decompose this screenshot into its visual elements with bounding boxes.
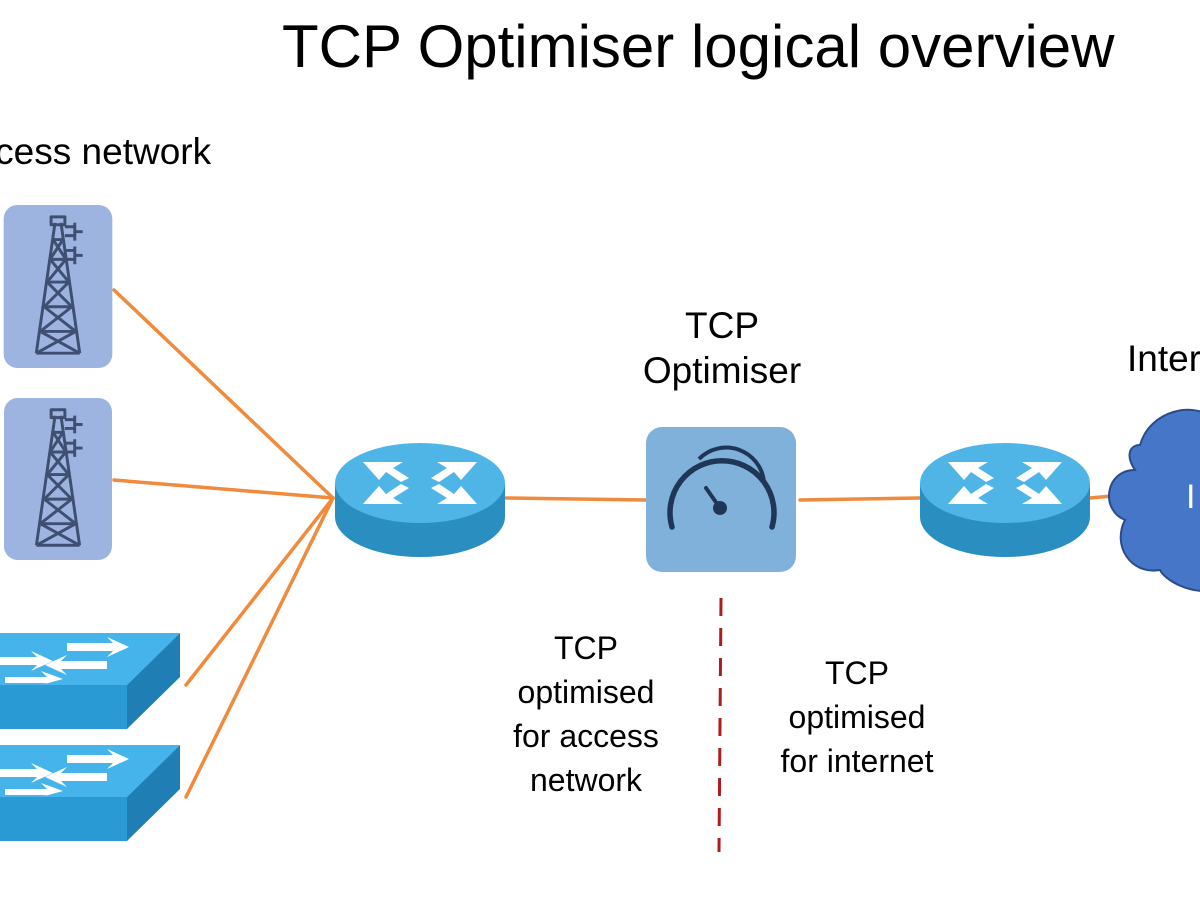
link-switch-2-router (184, 496, 335, 799)
internet-router-icon (920, 443, 1090, 557)
link-router-optimiser (504, 496, 648, 502)
access-router-icon (335, 443, 505, 557)
network-links (112, 288, 1114, 799)
cell-tower-icon (3, 205, 113, 368)
tcp-optimiser-label-line1: TCP (685, 305, 759, 346)
internet-optimisation-note: TCP optimised for internet (758, 651, 956, 783)
note-line: TCP (554, 630, 618, 666)
internet-label: Internet (1127, 338, 1200, 379)
page-title: TCP Optimiser logical overview (282, 13, 1115, 80)
link-optimiser-router (798, 496, 922, 502)
access-optimisation-note: TCP optimised for access network (488, 626, 684, 803)
note-line: network (529, 762, 643, 799)
note-line: for access (513, 718, 659, 755)
note-line: optimised (788, 699, 926, 736)
link-switch-1-router (184, 496, 335, 687)
note-line: TCP (825, 655, 889, 691)
note-line: for internet (780, 743, 934, 780)
link-tower-2-router (112, 478, 335, 500)
tcp-optimiser-label: TCP Optimiser (620, 303, 824, 393)
access-network-label: Access network (0, 131, 212, 172)
cell-tower-icon (3, 398, 113, 560)
link-tower-1-router (112, 288, 335, 500)
cloud-inner-text: I (1186, 478, 1195, 516)
switch-icon (0, 633, 180, 729)
note-line: optimised (517, 674, 655, 711)
tcp-optimiser-label-line2: Optimiser (642, 350, 802, 392)
gauge-icon (646, 427, 796, 572)
switch-icon (0, 745, 180, 841)
optimisation-divider (717, 597, 723, 853)
cloud-icon (1108, 408, 1200, 592)
